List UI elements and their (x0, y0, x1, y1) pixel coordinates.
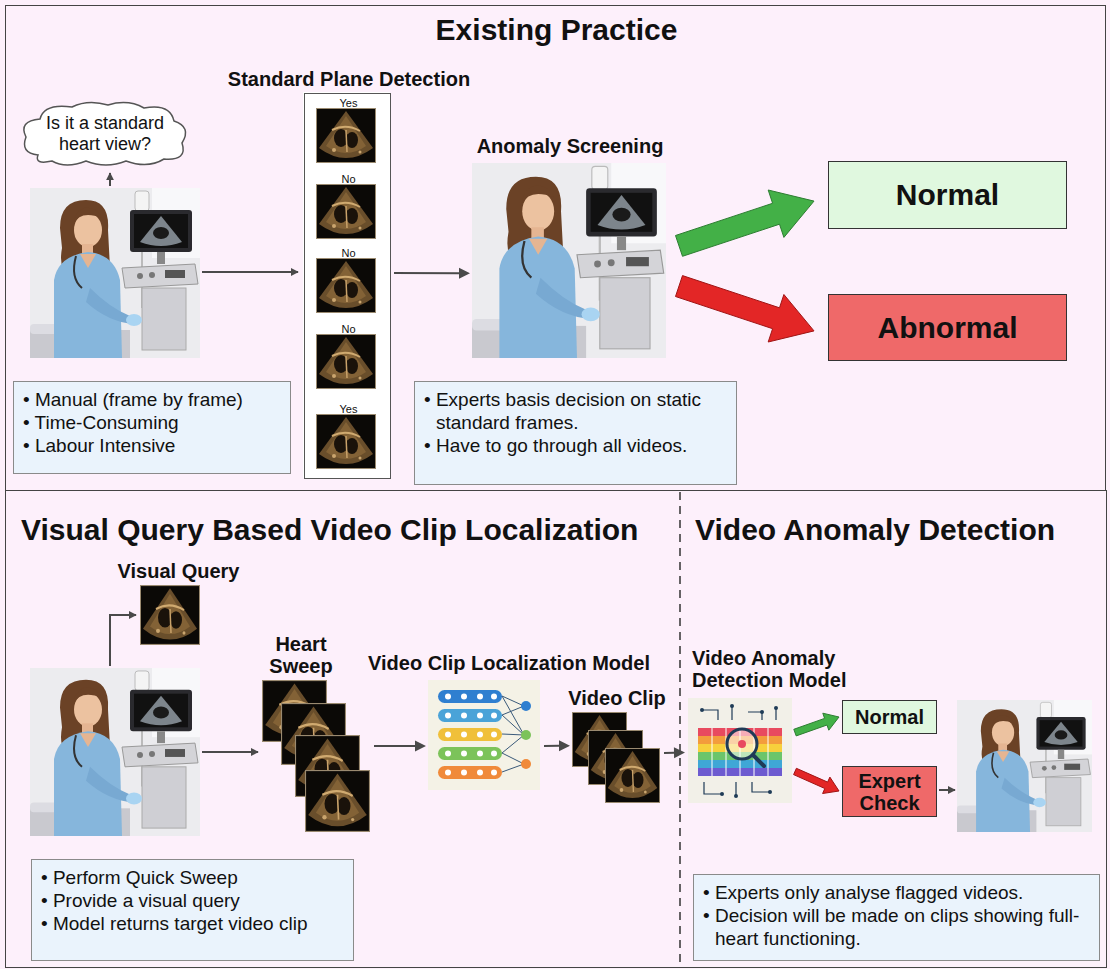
frame-label: No (305, 323, 392, 335)
frame-label: No (305, 173, 392, 185)
picture-node: Visual Query (141, 586, 201, 646)
section-panel: Video Anomaly DetectionVideo Anomaly Det… (680, 490, 1107, 968)
flow-arrow (544, 740, 570, 751)
panel-title: Visual Query Based Video Clip Localizati… (21, 513, 661, 547)
sonographer-illustration (30, 668, 200, 836)
flow-arrow (374, 740, 426, 751)
result-box: Normal (828, 161, 1067, 229)
flow-arrow (676, 190, 815, 256)
bullet-text: • Decision will be made on clips showing… (703, 904, 1090, 950)
bullet-text: • Manual (frame by frame) (23, 388, 281, 411)
picture-node: Video Clip (573, 713, 661, 804)
step-heading: Visual Query (101, 560, 256, 582)
note-box: • Perform Quick Sweep• Provide a visual … (31, 859, 354, 961)
bullet-text: • Experts basis decision on static stand… (424, 388, 727, 434)
picture-node: Video Anomaly Detection Model (688, 699, 792, 804)
ultrasound-frame (316, 414, 376, 469)
result-box: Expert Check (842, 766, 937, 817)
detector-illustration (688, 698, 792, 803)
screening-illustration (472, 163, 666, 358)
section-panel: Existing Practice Is it a standard heart … (5, 5, 1106, 491)
flow-arrow (939, 789, 955, 791)
step-heading: Video Clip Localization Model (361, 652, 657, 674)
thought-bubble: Is it a standard heart view? (16, 99, 194, 169)
bullet-text: • Have to go through all videos. (424, 434, 727, 457)
frame-label: Yes (305, 403, 392, 415)
step-heading: Video Anomaly Detection Model (692, 647, 860, 691)
thought-leader (109, 173, 111, 186)
step-heading: Anomaly Screening (463, 135, 677, 157)
result-box: Normal (842, 700, 937, 734)
flow-arrow (394, 268, 470, 279)
panel-title: Existing Practice (6, 13, 1107, 47)
query-frame (140, 585, 200, 645)
cloud-shape (24, 102, 186, 165)
flow-arrow (664, 747, 685, 758)
ultrasound-frame (316, 184, 376, 239)
picture-node: Anomaly Screening (473, 164, 667, 359)
step-heading: Heart Sweep (263, 633, 339, 677)
result-text: Expert Check (847, 770, 932, 814)
note-box: • Experts only analyse flagged videos.• … (693, 874, 1100, 961)
flow-arrow (794, 768, 839, 793)
bullet-text: • Labour Intensive (23, 434, 281, 457)
flow-arrow (202, 271, 298, 273)
clip-frame (605, 748, 660, 803)
frame-label: Yes (305, 97, 392, 109)
bullet-text: • Experts only analyse flagged videos. (703, 881, 1090, 904)
bullet-text: • Perform Quick Sweep (41, 866, 344, 889)
bullet-text: • Model returns target video clip (41, 912, 344, 935)
flow-arrow (110, 615, 136, 666)
step-heading: Standard Plane Detection (214, 68, 484, 90)
bullet-text: • Time-Consuming (23, 411, 281, 434)
flow-arrow (676, 276, 815, 342)
picture-node: Heart Sweep (263, 681, 371, 833)
model-illustration (428, 680, 540, 790)
result-text: Abnormal (829, 311, 1066, 345)
result-box: Abnormal (828, 294, 1067, 361)
result-text: Normal (829, 178, 1066, 212)
bubble-text: Is it a standard heart view? (38, 113, 172, 155)
flow-arrow (202, 751, 258, 753)
ultrasound-frame (316, 334, 376, 389)
strip-fill (303, 92, 390, 478)
sweep-frame (305, 770, 370, 832)
sonographer-illustration (30, 188, 200, 358)
ultrasound-frame (316, 108, 376, 163)
note-box: • Experts basis decision on static stand… (414, 381, 737, 485)
ultrasound-frame (316, 258, 376, 313)
panel-title: Video Anomaly Detection (695, 513, 1095, 547)
note-box: • Manual (frame by frame)• Time-Consumin… (13, 381, 291, 474)
picture-node: Video Clip Localization Model (429, 681, 541, 791)
step-heading: Video Clip (557, 687, 677, 709)
frame-label: No (305, 247, 392, 259)
flow-arrow (794, 713, 839, 736)
expert-illustration (957, 700, 1092, 832)
frame-strip: Standard Plane DetectionYesNoNoNoYes (304, 93, 391, 479)
result-text: Normal (847, 706, 932, 728)
section-panel: Visual Query Based Video Clip Localizati… (5, 490, 680, 968)
bullet-text: • Provide a visual query (41, 889, 344, 912)
